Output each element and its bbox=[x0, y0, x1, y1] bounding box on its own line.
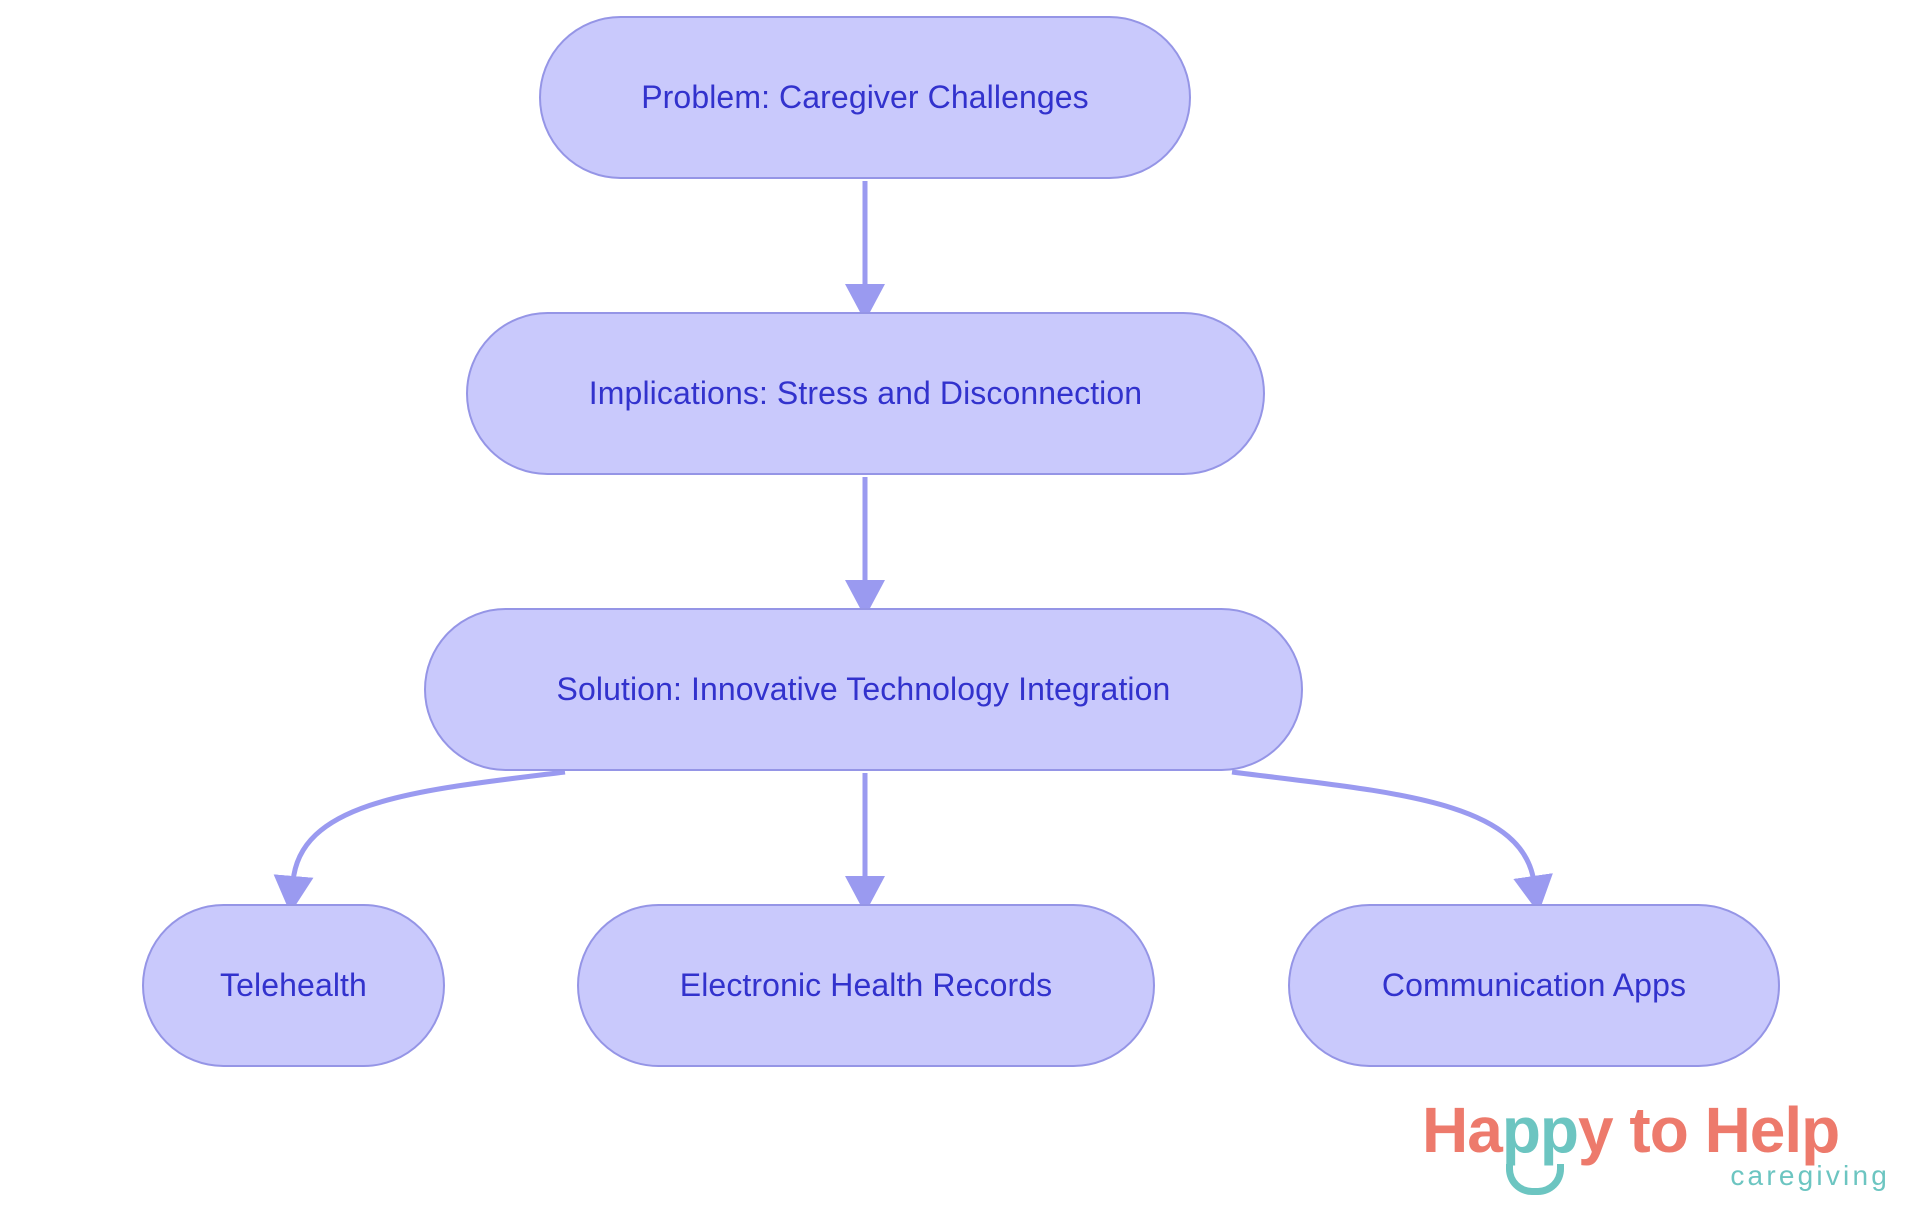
logo-letters-pp: pp bbox=[1501, 1094, 1579, 1166]
flow-node-problem[interactable]: Problem: Caregiver Challenges bbox=[539, 16, 1191, 179]
logo-tagline: caregiving bbox=[1730, 1160, 1890, 1191]
flow-node-implications-label: Implications: Stress and Disconnection bbox=[588, 374, 1143, 411]
flow-node-communication-apps[interactable]: Communication Apps bbox=[1288, 904, 1780, 1067]
flow-node-solution[interactable]: Solution: Innovative Technology Integrat… bbox=[424, 608, 1303, 771]
flow-node-electronic-health-records-label: Electronic Health Records bbox=[679, 966, 1053, 1003]
flow-node-communication-apps-label: Communication Apps bbox=[1381, 966, 1687, 1003]
smile-icon bbox=[1506, 1164, 1564, 1195]
happy-to-help-logo: Happy to Help caregiving bbox=[1422, 1098, 1892, 1206]
logo-letter-a: a bbox=[1467, 1094, 1503, 1166]
edge-solution-to-communication-apps bbox=[1231, 769, 1553, 914]
logo-text-to-help: to Help bbox=[1612, 1094, 1840, 1166]
flow-node-implications[interactable]: Implications: Stress and Disconnection bbox=[466, 312, 1265, 475]
flow-node-solution-label: Solution: Innovative Technology Integrat… bbox=[556, 670, 1171, 707]
flow-node-telehealth[interactable]: Telehealth bbox=[142, 904, 445, 1067]
edge-solution-to-telehealth bbox=[273, 769, 566, 914]
flow-node-electronic-health-records[interactable]: Electronic Health Records bbox=[577, 904, 1155, 1067]
logo-letter-y: y bbox=[1578, 1094, 1614, 1166]
logo-letter-h: H bbox=[1422, 1094, 1468, 1166]
flow-node-telehealth-label: Telehealth bbox=[220, 966, 367, 1003]
logo-wordmark: Happy to Help bbox=[1422, 1098, 1840, 1162]
flow-node-problem-label: Problem: Caregiver Challenges bbox=[641, 78, 1089, 115]
